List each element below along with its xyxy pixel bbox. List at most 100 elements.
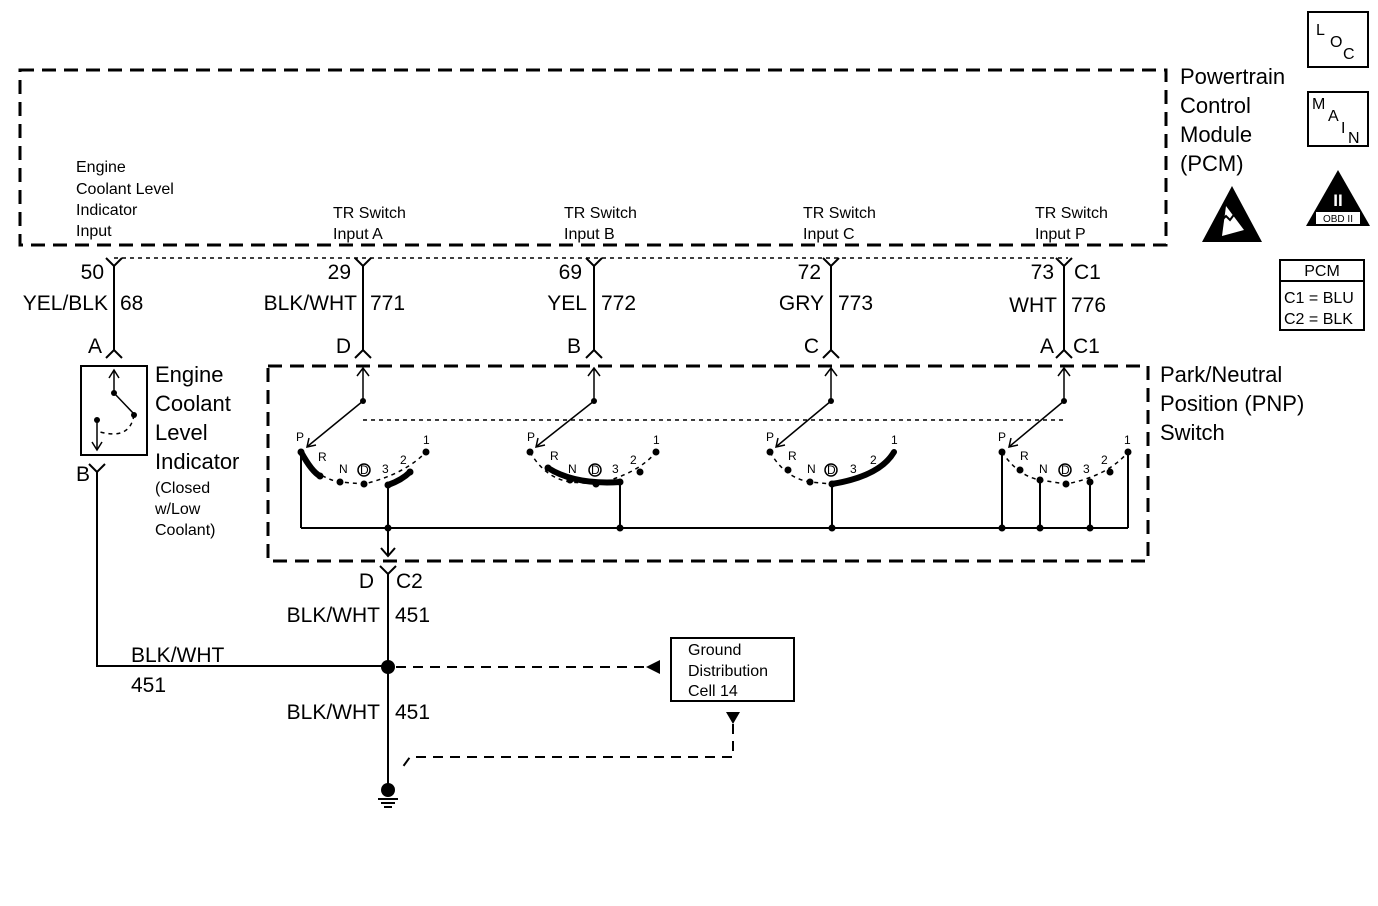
pcm-module-box [18,68,1168,247]
pcm-title-line: (PCM) [1180,151,1244,176]
svg-text:3: 3 [850,462,857,476]
wire-color-label: GRY [779,292,824,315]
svg-text:N: N [568,462,577,476]
svg-text:TR Switch: TR Switch [1035,205,1108,222]
connector-id-label: C1 [1074,261,1101,284]
svg-text:3: 3 [1083,462,1090,476]
svg-text:TR Switch: TR Switch [564,205,637,222]
pcm-connector-legend: PCM C1 = BLU C2 = BLK [1279,259,1365,331]
ground-distribution-box[interactable]: Ground Distribution Cell 14 [670,637,795,702]
pnp-contact-b: P R N D 3 2 1 [526,366,660,528]
svg-text:P: P [766,430,774,444]
coolant-indicator-label: Level [155,420,208,445]
connector-label: D [336,335,351,358]
svg-text:A: A [1328,108,1339,125]
connector-label: B [76,463,90,486]
circuit-label: 451 [395,701,430,724]
svg-text:2: 2 [1101,453,1108,467]
svg-text:2: 2 [630,453,637,467]
circuit-label: 451 [395,604,430,627]
svg-text:2: 2 [400,453,407,467]
wire-68 [105,257,123,359]
svg-text:R: R [318,450,327,464]
svg-text:Input P: Input P [1035,226,1086,243]
pin-label: 72 [798,261,821,284]
circuit-label: 771 [370,292,405,315]
circuit-label: 773 [838,292,873,315]
ground-ref-line [401,724,734,769]
wire-773 [822,257,840,359]
pnp-title-line: Switch [1160,420,1225,445]
circuit-label: 776 [1071,294,1106,317]
svg-text:N: N [339,462,348,476]
svg-text:C: C [1343,46,1355,63]
connector-label: B [567,335,581,358]
pcm-title-line: Control [1180,93,1251,118]
svg-text:R: R [1020,449,1029,463]
wire-color-label: BLK/WHT [287,701,381,724]
connector-id-label: C1 [1073,335,1100,358]
pin-label: 29 [328,261,351,284]
pin-label: 73 [1031,261,1054,284]
obd-ii-icon: II OBD II [1306,170,1370,226]
coolant-indicator-note: (Closed [155,480,210,497]
wire-color-label: YEL/BLK [23,292,108,315]
circuit-label: 68 [120,292,143,315]
svg-text:P: P [527,430,535,444]
connector-label: C [804,335,819,358]
pcm-title-line: Powertrain [1180,64,1285,89]
wire-color-label: WHT [1009,294,1057,317]
connector-id-label: C2 [396,570,423,593]
pcm-input-tr-p: TR Switch Input P [1035,205,1108,243]
wire-color-label: BLK/WHT [264,292,358,315]
pnp-title-line: Park/Neutral [1160,362,1282,387]
circuit-label: 451 [131,674,166,697]
coolant-indicator-label: Coolant [155,391,231,416]
pnp-title-line: Position (PNP) [1160,391,1304,416]
svg-text:P: P [296,430,304,444]
svg-text:O: O [1330,34,1342,51]
svg-text:Input C: Input C [803,226,855,243]
wire-772 [585,257,603,359]
svg-text:3: 3 [612,462,619,476]
loc-icon: L O C [1307,11,1369,68]
svg-text:1: 1 [1124,433,1131,447]
pcm-input-tr-a: TR Switch Input A [333,205,406,243]
svg-text:D: D [360,463,369,477]
main-icon: M A I N [1307,91,1369,147]
pnp-switch-box [266,364,1150,563]
pcm-input-coolant-level: Engine Coolant Level Indicator Input [76,159,174,240]
svg-text:Distribution: Distribution [688,663,768,680]
svg-text:Indicator: Indicator [76,202,138,219]
svg-text:L: L [1316,22,1325,39]
wire-color-label: BLK/WHT [287,604,381,627]
ground-ref-arrow [726,712,740,724]
wire-771 [354,257,372,359]
svg-text:1: 1 [423,433,430,447]
svg-text:TR Switch: TR Switch [333,205,406,222]
pcm-input-tr-c: TR Switch Input C [803,205,876,243]
pcm-title-line: Module [1180,122,1252,147]
svg-text:D: D [591,463,600,477]
pin-label: 69 [559,261,582,284]
pcm-input-tr-b: TR Switch Input B [564,205,637,243]
svg-text:N: N [807,462,816,476]
svg-text:1: 1 [891,433,898,447]
pnp-contact-c: P R N D 3 2 1 [766,366,898,528]
svg-text:Coolant Level: Coolant Level [76,181,174,198]
svg-text:R: R [788,449,797,463]
svg-text:D: D [827,463,836,477]
svg-text:OBD II: OBD II [1323,214,1353,225]
svg-text:P: P [998,430,1006,444]
splice-junction [381,660,395,674]
wire-color-label: YEL [547,292,587,315]
svg-text:I: I [1341,120,1345,137]
svg-text:1: 1 [653,433,660,447]
ground-ref-arrow [646,660,660,674]
svg-text:N: N [1039,462,1048,476]
legend-c2: C2 = BLK [1284,311,1353,328]
pin-label: 50 [81,261,104,284]
connector-label: D [359,570,374,593]
